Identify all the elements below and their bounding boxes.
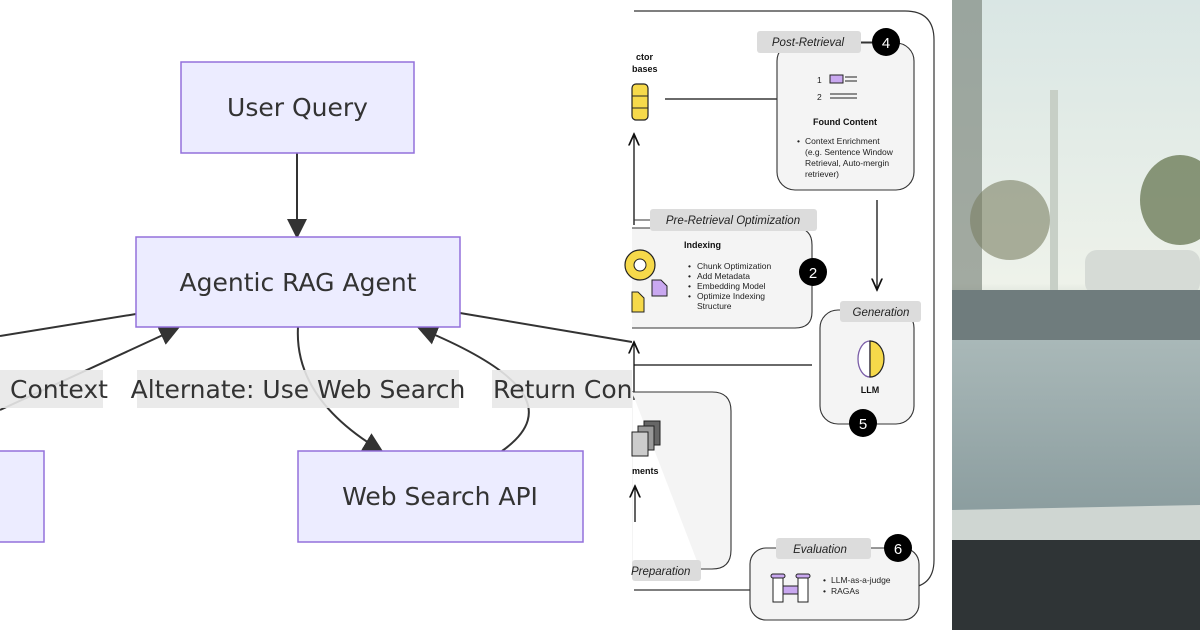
step-number: 4 — [882, 35, 890, 52]
bullet-text: Retrieval, Auto-mergin — [805, 158, 889, 168]
step-badge — [872, 28, 900, 56]
vector-db-label: ctor — [636, 52, 654, 62]
list-number: 2 — [817, 92, 822, 102]
node-web-search-label: Web Search API — [342, 482, 538, 511]
binoculars-icon — [770, 573, 811, 603]
database-icon — [631, 83, 649, 121]
edge-label-context: Context — [10, 375, 108, 404]
bullet: • — [688, 281, 691, 291]
list-number: 1 — [817, 75, 822, 85]
node-agent-label: Agentic RAG Agent — [180, 268, 417, 297]
bullet: • — [823, 586, 826, 596]
bullet: • — [688, 261, 691, 271]
bullet: • — [688, 271, 691, 281]
found-content-title: Found Content — [813, 117, 877, 127]
indexing-title: Indexing — [684, 240, 721, 250]
bullet-text: retriever) — [805, 169, 839, 179]
edge-agent-left — [0, 313, 137, 337]
step-badge — [799, 258, 827, 286]
edge-label-bg — [137, 370, 459, 408]
bullet: • — [797, 136, 800, 146]
step-badge — [849, 409, 877, 437]
edge-label-return: Return Cont — [493, 375, 643, 404]
bullet-text: Chunk Optimization — [697, 261, 771, 271]
bullet-text: RAGAs — [831, 586, 859, 596]
gear-document-icon — [624, 249, 668, 313]
generation-tag: Generation — [853, 307, 910, 319]
post-retrieval-tag: Post-Retrieval — [772, 37, 845, 49]
ranked-list-icon: 1 2 — [817, 74, 857, 102]
node-web-search — [297, 450, 584, 543]
node-partial-left — [0, 450, 45, 543]
bullet-text: Embedding Model — [697, 281, 766, 291]
bullet: • — [688, 291, 691, 301]
edge-label-alternate: Alternate: Use Web Search — [131, 375, 466, 404]
step-number: 6 — [894, 541, 902, 558]
edge-label-bg — [0, 370, 103, 408]
brain-icon — [857, 340, 885, 378]
documents-icon — [631, 420, 661, 457]
preparation-tag: Preparation — [631, 566, 690, 578]
bullet-text: LLM-as-a-judge — [831, 575, 891, 585]
pre-retrieval-tag: Pre-Retrieval Optimization — [666, 215, 800, 227]
bullet-text: Structure — [697, 301, 732, 311]
bullet-text: Optimize Indexing — [697, 291, 765, 301]
step-badge — [884, 534, 912, 562]
step-number: 2 — [809, 265, 817, 282]
evaluation-tag: Evaluation — [793, 544, 847, 556]
bullet: • — [823, 575, 826, 585]
vector-db-label: bases — [632, 64, 658, 74]
bullet-text: Add Metadata — [697, 271, 750, 281]
street-photo — [952, 0, 1200, 630]
llm-title: LLM — [861, 385, 880, 395]
node-user-query-label: User Query — [227, 93, 368, 122]
step-number: 5 — [859, 416, 867, 433]
flowchart-panel: User Query Agentic RAG Agent Web Search … — [0, 61, 643, 543]
bullet-text: Context Enrichment — [805, 136, 880, 146]
pipeline-panel: ctor bases Post-Retrieval 4 1 2 Found Co… — [624, 0, 952, 630]
edge-label-bg — [492, 370, 632, 408]
documents-title: ments — [632, 466, 659, 476]
bullet-text: (e.g. Sentence Window — [805, 147, 894, 157]
node-user-query — [180, 61, 415, 154]
edge-agent-right — [459, 312, 633, 343]
node-agent — [135, 236, 461, 328]
